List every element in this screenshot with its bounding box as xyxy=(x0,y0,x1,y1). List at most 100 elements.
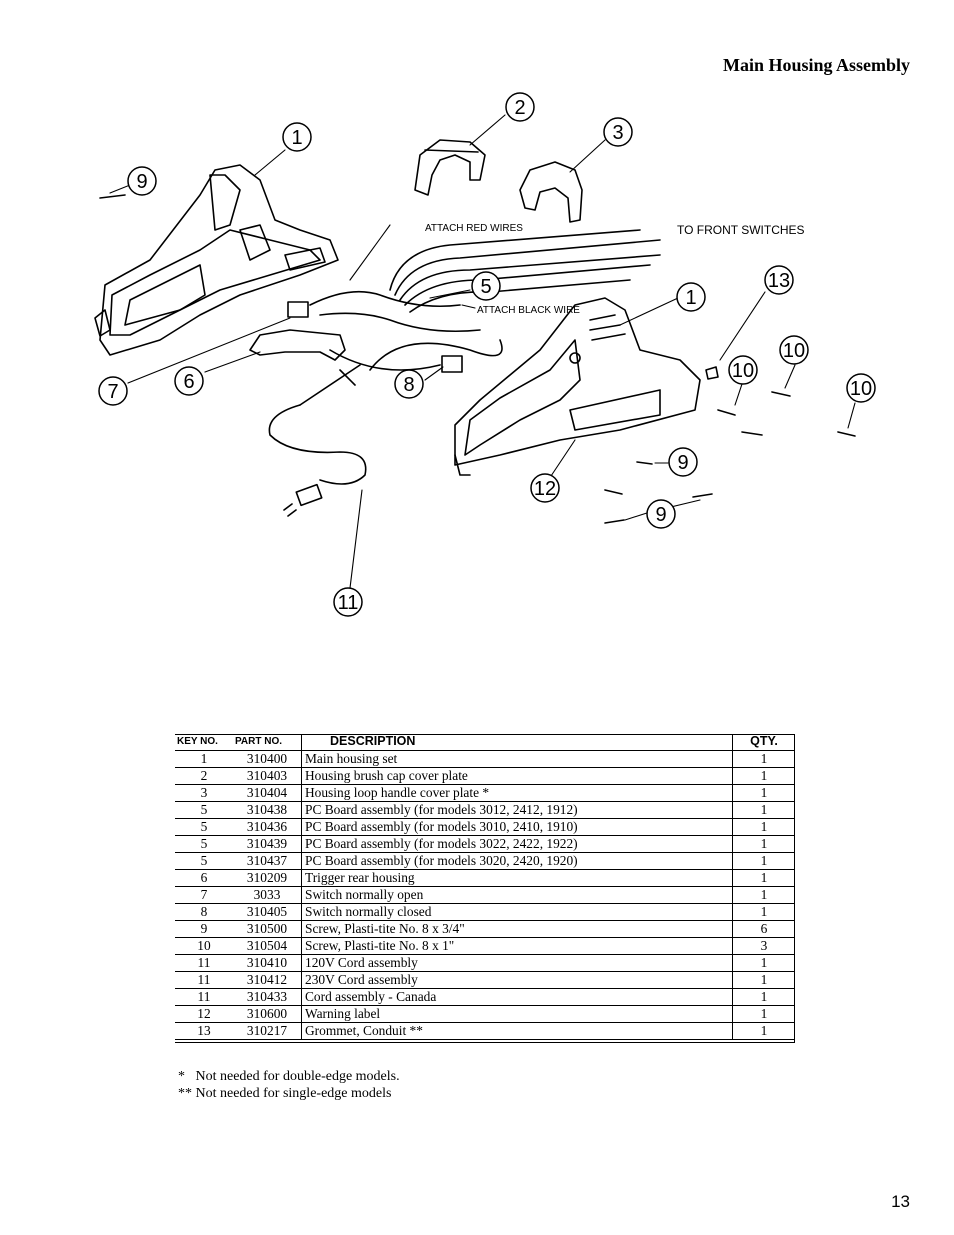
part-cell: 310405 xyxy=(233,903,302,921)
exploded-parts-diagram: 1 2 3 9 7 6 5 8 1 13 10 10 10 9 12 9 11 … xyxy=(94,92,876,617)
key-cell: 8 xyxy=(175,903,233,921)
callout-circle xyxy=(471,271,501,301)
key-cell: 13 xyxy=(175,1022,233,1040)
callout-number: 1 xyxy=(291,127,302,149)
column-header-key: KEY NO. xyxy=(175,734,233,751)
description-cell: Warning label xyxy=(301,1005,733,1023)
callout-number: 6 xyxy=(183,371,194,393)
description-cell: PC Board assembly (for models 3010, 2410… xyxy=(301,818,733,836)
callout-circle xyxy=(728,355,758,385)
column-header-qty: QTY. xyxy=(732,734,795,751)
callout-number: 3 xyxy=(612,122,623,144)
qty-cell: 1 xyxy=(732,954,795,972)
part-cell: 310410 xyxy=(233,954,302,972)
qty-cell: 1 xyxy=(732,852,795,870)
key-cell: 10 xyxy=(175,937,233,955)
part-cell: 310404 xyxy=(233,784,302,802)
part-cell: 310400 xyxy=(233,750,302,768)
part-cell: 310504 xyxy=(233,937,302,955)
callout-number: 10 xyxy=(732,360,754,382)
qty-cell: 1 xyxy=(732,784,795,802)
callout-number: 12 xyxy=(534,478,556,500)
footnotes: * Not needed for double-edge models. ** … xyxy=(178,1068,400,1102)
key-cell: 5 xyxy=(175,818,233,836)
callout-number: 10 xyxy=(783,340,805,362)
table-header-row: KEY NO. PART NO. DESCRIPTION QTY. xyxy=(175,734,795,751)
page-title: Main Housing Assembly xyxy=(722,55,910,75)
callout-circle xyxy=(394,369,424,399)
key-cell: 5 xyxy=(175,852,233,870)
part-cell: 310403 xyxy=(233,767,302,785)
callout-number: 8 xyxy=(403,374,414,396)
part-cell: 310436 xyxy=(233,818,302,836)
callout-circle xyxy=(530,473,560,503)
callout-circle xyxy=(779,335,809,365)
part-cell: 310433 xyxy=(233,988,302,1006)
loop-handle-cover-plate xyxy=(519,161,583,223)
switch-normally-closed xyxy=(441,355,463,373)
description-cell: 120V Cord assembly xyxy=(301,954,733,972)
description-cell: PC Board assembly (for models 3022, 2422… xyxy=(301,835,733,853)
wire-harness xyxy=(309,229,661,371)
callout-number: 2 xyxy=(514,97,525,119)
main-housing xyxy=(454,297,701,476)
callouts xyxy=(98,92,876,617)
callout-number: 5 xyxy=(480,276,491,298)
attach-red-wires-label: ATTACH RED WIRES xyxy=(425,223,523,234)
brush-cap-cover-plate xyxy=(414,139,486,196)
description-cell: Screw, Plasti-tite No. 8 x 3/4" xyxy=(301,920,733,938)
description-cell: Housing brush cap cover plate xyxy=(301,767,733,785)
callout-number: 13 xyxy=(768,270,790,292)
callout-circle xyxy=(505,92,535,122)
trigger-rear-housing xyxy=(249,329,346,361)
callout-number: 9 xyxy=(136,171,147,193)
description-cell: Grommet, Conduit ** xyxy=(301,1022,733,1040)
callout-circle xyxy=(333,587,363,617)
key-cell: 2 xyxy=(175,767,233,785)
qty-cell: 1 xyxy=(732,988,795,1006)
callout-number: 9 xyxy=(655,504,666,526)
key-cell: 12 xyxy=(175,1005,233,1023)
key-cell: 1 xyxy=(175,750,233,768)
callout-circle xyxy=(127,166,157,196)
qty-cell: 1 xyxy=(732,801,795,819)
description-cell: Switch normally closed xyxy=(301,903,733,921)
description-cell: PC Board assembly (for models 3012, 2412… xyxy=(301,801,733,819)
description-cell: PC Board assembly (for models 3020, 2420… xyxy=(301,852,733,870)
description-cell: 230V Cord assembly xyxy=(301,971,733,989)
column-header-part: PART NO. xyxy=(233,734,302,751)
key-cell: 9 xyxy=(175,920,233,938)
callout-circle xyxy=(603,117,633,147)
part-cell: 310437 xyxy=(233,852,302,870)
callout-number: 1 xyxy=(685,287,696,309)
qty-cell: 1 xyxy=(732,869,795,887)
key-cell: 11 xyxy=(175,954,233,972)
part-cell: 310439 xyxy=(233,835,302,853)
part-cell: 310412 xyxy=(233,971,302,989)
part-cell: 310438 xyxy=(233,801,302,819)
key-cell: 3 xyxy=(175,784,233,802)
description-cell: Trigger rear housing xyxy=(301,869,733,887)
attach-black-wire-label: ATTACH BLACK WIRE xyxy=(477,305,580,316)
callout-circle xyxy=(646,499,676,529)
callout-circle xyxy=(282,122,312,152)
description-cell: Housing loop handle cover plate * xyxy=(301,784,733,802)
housing-left-half xyxy=(94,164,339,356)
qty-cell: 1 xyxy=(732,1022,795,1040)
qty-cell: 1 xyxy=(732,750,795,768)
key-cell: 11 xyxy=(175,971,233,989)
qty-cell: 1 xyxy=(732,886,795,904)
key-cell: 7 xyxy=(175,886,233,904)
footnote-single-asterisk: * Not needed for double-edge models. xyxy=(178,1069,400,1084)
